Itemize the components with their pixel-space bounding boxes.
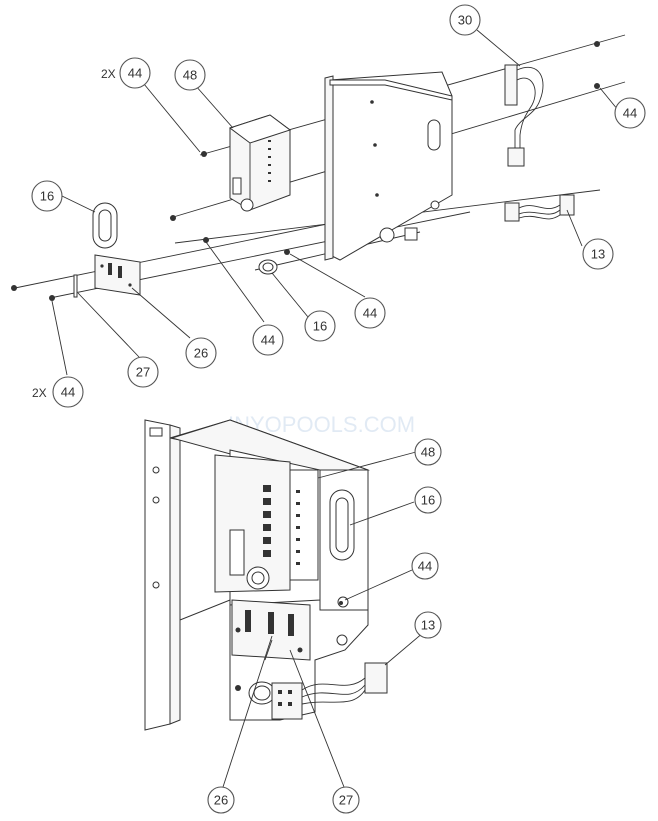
svg-text:44: 44 — [418, 559, 432, 574]
screw-bottom-right — [339, 601, 343, 605]
svg-text:26: 26 — [194, 346, 208, 361]
callout-27-bottom: 27 — [332, 786, 360, 814]
callout-44-center: 44 — [252, 324, 284, 356]
svg-text:30: 30 — [458, 13, 472, 28]
callout-44-bottom-left: 44 — [52, 376, 84, 408]
grommet-round-middle — [258, 259, 278, 275]
callout-44-mid: 44 — [354, 297, 386, 329]
svg-text:13: 13 — [591, 247, 605, 262]
svg-text:48: 48 — [183, 68, 197, 83]
svg-text:44: 44 — [128, 66, 142, 81]
screws-top — [11, 41, 600, 301]
callout-30: 30 — [449, 4, 481, 36]
svg-text:48: 48 — [421, 445, 435, 460]
callout-16-left: 16 — [31, 180, 63, 212]
svg-text:44: 44 — [61, 385, 75, 400]
callout-44-bottom: 44 — [411, 552, 439, 580]
grommet-round-bottom — [248, 681, 276, 705]
callout-44-top-left: 44 — [119, 57, 151, 89]
svg-text:16: 16 — [40, 189, 54, 204]
wire-harness-top — [504, 64, 544, 167]
svg-text:44: 44 — [363, 306, 377, 321]
screw-bottom — [235, 685, 241, 691]
svg-text:44: 44 — [623, 106, 637, 121]
callout-44-top-right: 44 — [614, 97, 646, 129]
callout-13-top: 13 — [582, 238, 614, 270]
callout-13-bottom: 13 — [414, 611, 442, 639]
leader-lines-bottom — [222, 451, 425, 788]
ignition-module-top — [228, 114, 292, 212]
svg-text:27: 27 — [339, 793, 353, 808]
callout-16-bottom: 16 — [414, 486, 442, 514]
callout-26-top: 26 — [185, 337, 217, 369]
leader-lines-top — [51, 29, 619, 376]
pin-part-top — [73, 274, 78, 298]
wire-harness-13-top — [504, 194, 575, 222]
callout-48-top: 48 — [174, 59, 206, 91]
multiplier-top-left: 2X — [101, 67, 116, 81]
mounting-bracket-top — [324, 71, 453, 261]
mounting-plate-bottom — [144, 419, 181, 731]
svg-text:16: 16 — [421, 493, 435, 508]
wire-harness-bottom — [271, 662, 388, 720]
svg-text:16: 16 — [313, 319, 327, 334]
callout-48-bottom: 48 — [414, 438, 442, 466]
multiplier-bottom-left: 2X — [32, 386, 47, 400]
svg-text:44: 44 — [261, 333, 275, 348]
terminal-board-bottom — [231, 599, 311, 661]
svg-text:13: 13 — [421, 618, 435, 633]
callout-27-top: 27 — [127, 356, 159, 388]
svg-text:26: 26 — [214, 793, 228, 808]
callout-16-mid: 16 — [304, 310, 336, 342]
ignition-module-bottom — [214, 454, 319, 593]
svg-text:27: 27 — [136, 365, 150, 380]
grommet-oval-left — [92, 202, 118, 249]
callout-26-bottom: 26 — [207, 786, 235, 814]
